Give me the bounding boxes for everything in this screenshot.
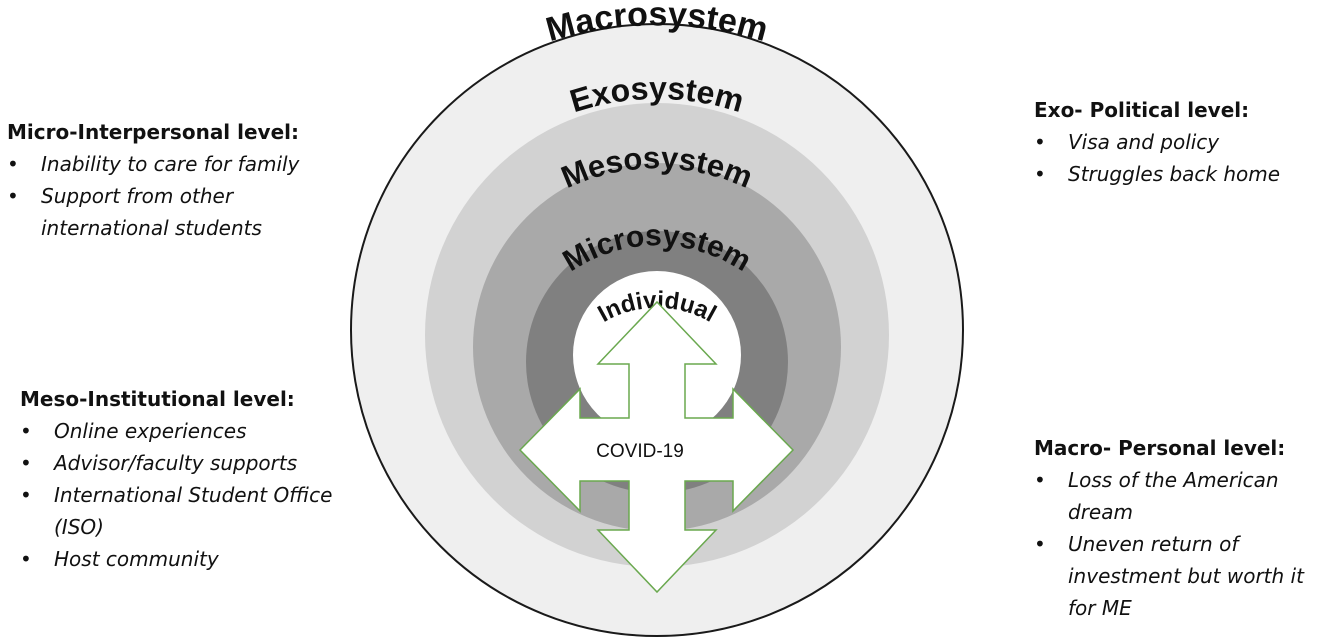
- meso-panel-list: Online experiences Advisor/faculty suppo…: [20, 415, 370, 575]
- four-way-arrow-icon: [518, 300, 795, 594]
- micro-interpersonal-panel: Micro-Interpersonal level: Inability to …: [7, 120, 357, 244]
- meso-institutional-panel: Meso-Institutional level: Online experie…: [20, 387, 370, 575]
- micro-panel-title: Micro-Interpersonal level:: [7, 120, 300, 144]
- list-item: Uneven return of investment but worth it…: [1034, 528, 1324, 624]
- micro-panel-list: Inability to care for family Support fro…: [7, 148, 357, 244]
- exo-panel-title: Exo- Political level:: [1034, 98, 1250, 122]
- macro-panel-list: Loss of the American dream Uneven return…: [1034, 464, 1324, 624]
- list-item: Online experiences: [20, 415, 370, 447]
- list-item: International Student Office (ISO): [20, 479, 370, 543]
- macro-personal-panel: Macro- Personal level: Loss of the Ameri…: [1034, 436, 1324, 624]
- list-item: Host community: [20, 543, 370, 575]
- list-item: Support from other international student…: [7, 180, 357, 244]
- list-item: Inability to care for family: [7, 148, 357, 180]
- meso-panel-title: Meso-Institutional level:: [20, 387, 295, 411]
- list-item: Struggles back home: [1034, 158, 1324, 190]
- list-item: Loss of the American dream: [1034, 464, 1324, 528]
- list-item: Visa and policy: [1034, 126, 1324, 158]
- exo-panel-list: Visa and policy Struggles back home: [1034, 126, 1324, 190]
- macro-panel-title: Macro- Personal level:: [1034, 436, 1286, 460]
- list-item: Advisor/faculty supports: [20, 447, 370, 479]
- exo-political-panel: Exo- Political level: Visa and policy St…: [1034, 98, 1324, 190]
- covid-19-label: COVID-19: [596, 441, 684, 462]
